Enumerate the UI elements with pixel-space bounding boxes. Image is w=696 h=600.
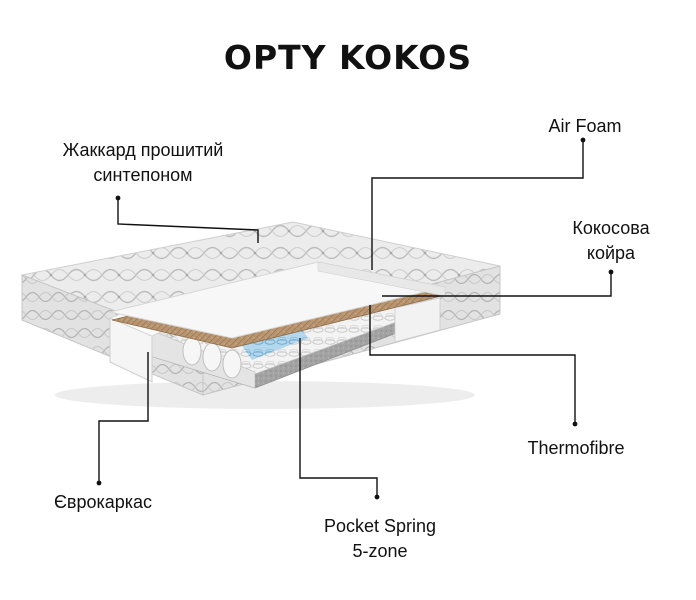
leader-lines [98,140,612,497]
leader-eurocarcass [98,352,149,483]
label-coconut-line2: койра [586,243,636,263]
label-jacquard-line1: Жаккард прошитий [62,140,224,160]
page-title: OPTY KOKOS [223,38,473,77]
label-coconut: Кокосова койра [552,216,670,266]
eurocarcass-foam-right [394,297,441,343]
label-air-foam: Air Foam [530,114,640,139]
mattress-shadow [55,381,475,409]
label-jacquard-line2: синтепоном [93,165,193,185]
label-thermofibre: Thermofibre [506,436,646,461]
label-pocket-line1: Pocket Spring [323,516,437,536]
leader-pocket-spring [299,338,378,497]
label-coconut-line1: Кокосова [572,218,650,238]
label-air-foam-text: Air Foam [548,116,622,136]
spring-coils [182,336,242,379]
leader-jacquard [117,198,259,243]
label-eurocarcass-text: Єврокаркас [53,492,153,512]
label-eurocarcass: Єврокаркас [40,490,166,515]
leader-coconut [382,272,612,297]
leader-dots [96,137,614,500]
label-jacquard: Жаккард прошитий синтепоном [38,138,248,188]
label-thermofibre-text: Thermofibre [527,438,625,458]
label-pocket-line2: 5-zone [352,541,408,561]
leader-air-foam [371,140,584,270]
label-pocket-spring: Pocket Spring 5-zone [300,514,460,564]
leader-thermofibre [369,305,576,424]
